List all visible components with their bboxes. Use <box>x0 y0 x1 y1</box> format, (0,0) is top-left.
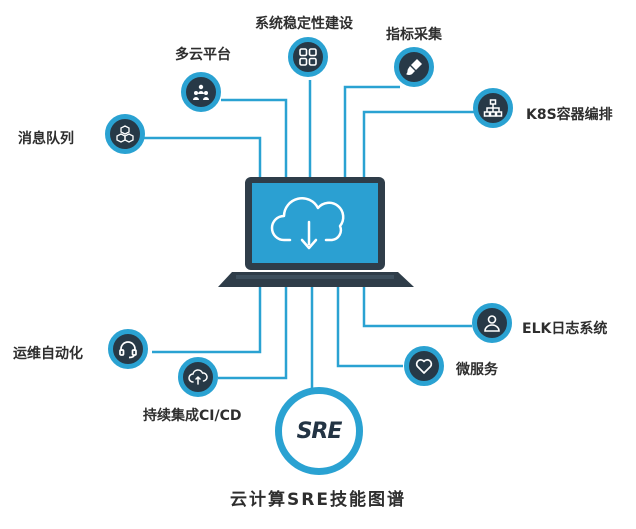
diagram-title: 云计算SRE技能图谱 <box>230 490 406 510</box>
automation-label: 运维自动化 <box>13 346 83 362</box>
automation-node[interactable] <box>108 329 148 369</box>
brush-icon <box>406 59 422 75</box>
multi-cloud-label: 多云平台 <box>175 47 231 63</box>
elk-node[interactable] <box>472 303 512 343</box>
headset-icon <box>119 341 137 359</box>
sre-center-node[interactable]: SRE <box>275 387 363 475</box>
heart-icon <box>415 359 433 374</box>
elk-label: ELK日志系统 <box>522 321 608 337</box>
cloud-sync-icon <box>188 369 208 385</box>
team-icon <box>193 84 209 100</box>
sre-logo: SRE <box>296 418 343 444</box>
mq-node[interactable] <box>105 114 145 154</box>
microservice-node[interactable] <box>404 346 444 386</box>
cicd-node[interactable] <box>178 357 218 397</box>
metrics-node[interactable] <box>394 47 434 87</box>
stability-node[interactable] <box>288 37 328 77</box>
user-icon <box>484 315 500 332</box>
multi-cloud-node[interactable] <box>181 72 221 112</box>
k8s-node[interactable] <box>473 88 513 128</box>
k8s-label: K8S容器编排 <box>526 107 613 123</box>
network-icon <box>483 99 503 117</box>
stability-label: 系统稳定性建设 <box>255 16 353 32</box>
microservice-label: 微服务 <box>456 362 498 378</box>
laptop <box>218 177 414 287</box>
mq-label: 消息队列 <box>18 131 74 147</box>
cicd-label: 持续集成CI/CD <box>143 408 242 424</box>
cubes-icon <box>116 125 134 143</box>
grid-icon <box>299 48 317 66</box>
metrics-label: 指标采集 <box>386 27 442 43</box>
cloud-download-icon <box>270 197 345 250</box>
